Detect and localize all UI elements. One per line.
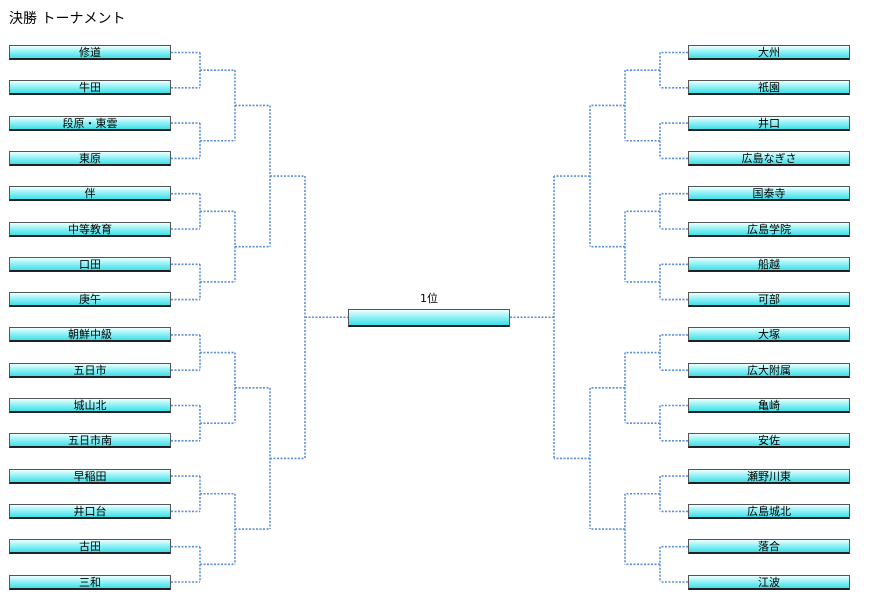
left-team-2[interactable]: 牛田 <box>9 80 171 96</box>
left-team-6[interactable]: 中等教育 <box>9 221 171 237</box>
right-team-11[interactable]: 亀崎 <box>688 398 850 413</box>
right-team-1[interactable]: 大州 <box>688 45 850 60</box>
left-team-14[interactable]: 井口台 <box>9 503 171 519</box>
left-team-7[interactable]: 口田 <box>9 256 171 272</box>
right-team-14[interactable]: 広島城北 <box>688 503 850 519</box>
left-team-11[interactable]: 城山北 <box>9 398 171 413</box>
right-team-6[interactable]: 広島学院 <box>688 221 850 237</box>
left-team-5[interactable]: 伴 <box>9 186 171 202</box>
right-team-13[interactable]: 瀬野川東 <box>688 468 850 484</box>
right-team-5[interactable]: 国泰寺 <box>688 186 850 202</box>
right-team-15[interactable]: 落合 <box>688 539 850 555</box>
right-team-2[interactable]: 祇園 <box>688 80 850 96</box>
right-team-16[interactable]: 江波 <box>688 574 850 590</box>
left-team-1[interactable]: 修道 <box>9 45 171 60</box>
left-team-15[interactable]: 古田 <box>9 539 171 555</box>
left-team-8[interactable]: 庚午 <box>9 292 171 308</box>
left-team-4[interactable]: 東原 <box>9 150 171 166</box>
final-label: 1位 <box>420 292 438 305</box>
page-title: 決勝 トーナメント <box>9 11 126 27</box>
left-team-3[interactable]: 段原・東雲 <box>9 115 171 131</box>
right-team-4[interactable]: 広島なぎさ <box>688 150 850 166</box>
left-team-12[interactable]: 五日市南 <box>9 433 171 449</box>
right-team-3[interactable]: 井口 <box>688 115 850 131</box>
right-team-8[interactable]: 可部 <box>688 292 850 308</box>
right-team-9[interactable]: 大塚 <box>688 327 850 343</box>
left-team-9[interactable]: 朝鮮中級 <box>9 327 171 343</box>
right-team-7[interactable]: 船越 <box>688 256 850 272</box>
left-team-16[interactable]: 三和 <box>9 574 171 590</box>
final-slot[interactable] <box>348 309 510 327</box>
left-team-10[interactable]: 五日市 <box>9 362 171 378</box>
right-team-10[interactable]: 広大附属 <box>688 362 850 378</box>
right-team-12[interactable]: 安佐 <box>688 433 850 449</box>
left-team-13[interactable]: 早稲田 <box>9 468 171 484</box>
